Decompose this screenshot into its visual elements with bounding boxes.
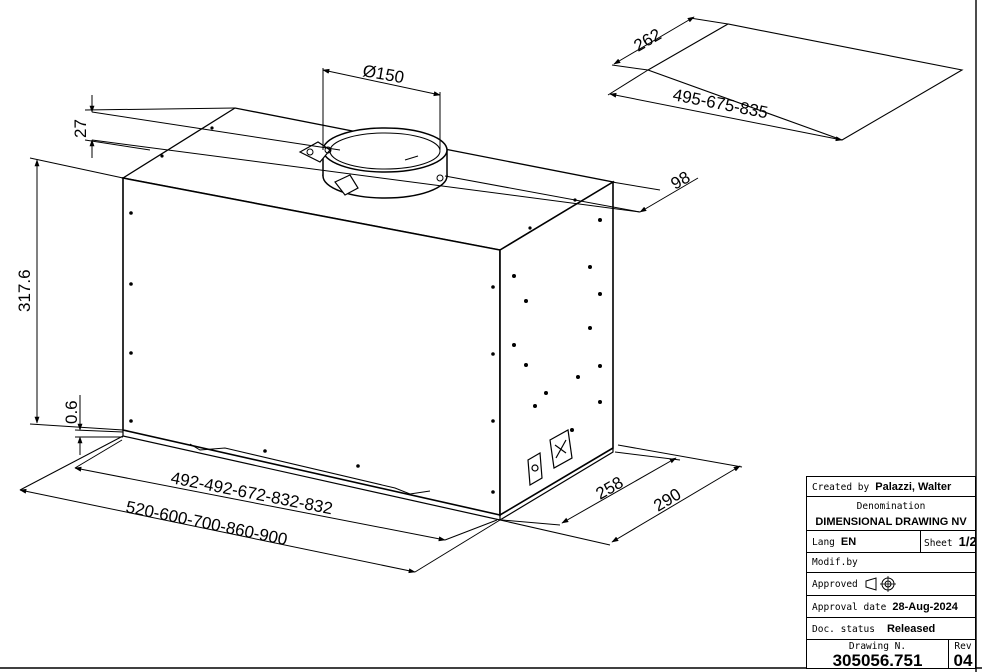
dim-side-offset: 98: [668, 168, 694, 194]
rev-cell: Rev 04: [948, 640, 975, 669]
dim-depth-outer: 290: [650, 485, 684, 516]
dimension-lines: [19, 16, 964, 574]
drawing-number-cell: Drawing N. 305056.751: [807, 640, 948, 669]
dim-height: 317.6: [15, 269, 34, 312]
dim-top-offset: 27: [71, 119, 90, 138]
denomination-value: DIMENSIONAL DRAWING NV: [815, 516, 967, 528]
dim-small-offset: 0.6: [62, 400, 81, 424]
drawing-number-row: Drawing N. 305056.751 Rev 04: [807, 640, 975, 669]
projection-symbol-icon: [865, 576, 896, 592]
dim-cutout-width: 495-675-835: [671, 85, 769, 122]
denomination-row: Denomination DIMENSIONAL DRAWING NV: [807, 497, 975, 531]
drawing-number-value: 305056.751: [832, 651, 923, 669]
title-block: Created by Palazzi, Walter Denomination …: [806, 476, 976, 669]
side-screws: [512, 218, 602, 432]
approval-date-value: 28-Aug-2024: [892, 601, 958, 613]
lang-value: EN: [840, 536, 857, 548]
modif-row: Modif.by: [807, 553, 975, 573]
doc-status-value: Released: [886, 623, 936, 635]
duct-collar: [298, 127, 448, 199]
lang-row: Lang EN Sheet 1/2: [807, 531, 975, 553]
rev-value: 04: [953, 651, 973, 669]
created-by-row: Created by Palazzi, Walter: [807, 477, 975, 497]
dim-depth-inner: 258: [593, 473, 627, 504]
cutout-outline: [646, 23, 964, 141]
doc-status-row: Doc. status Released: [807, 618, 975, 640]
sheet-value: 1/2: [958, 534, 975, 549]
dim-duct-diameter: Ø150: [361, 61, 405, 87]
created-by-value: Palazzi, Walter: [875, 481, 952, 493]
sheet-cell: Sheet 1/2: [920, 531, 975, 552]
approved-row: Approved: [807, 573, 975, 596]
approval-date-row: Approval date 28-Aug-2024: [807, 596, 975, 618]
